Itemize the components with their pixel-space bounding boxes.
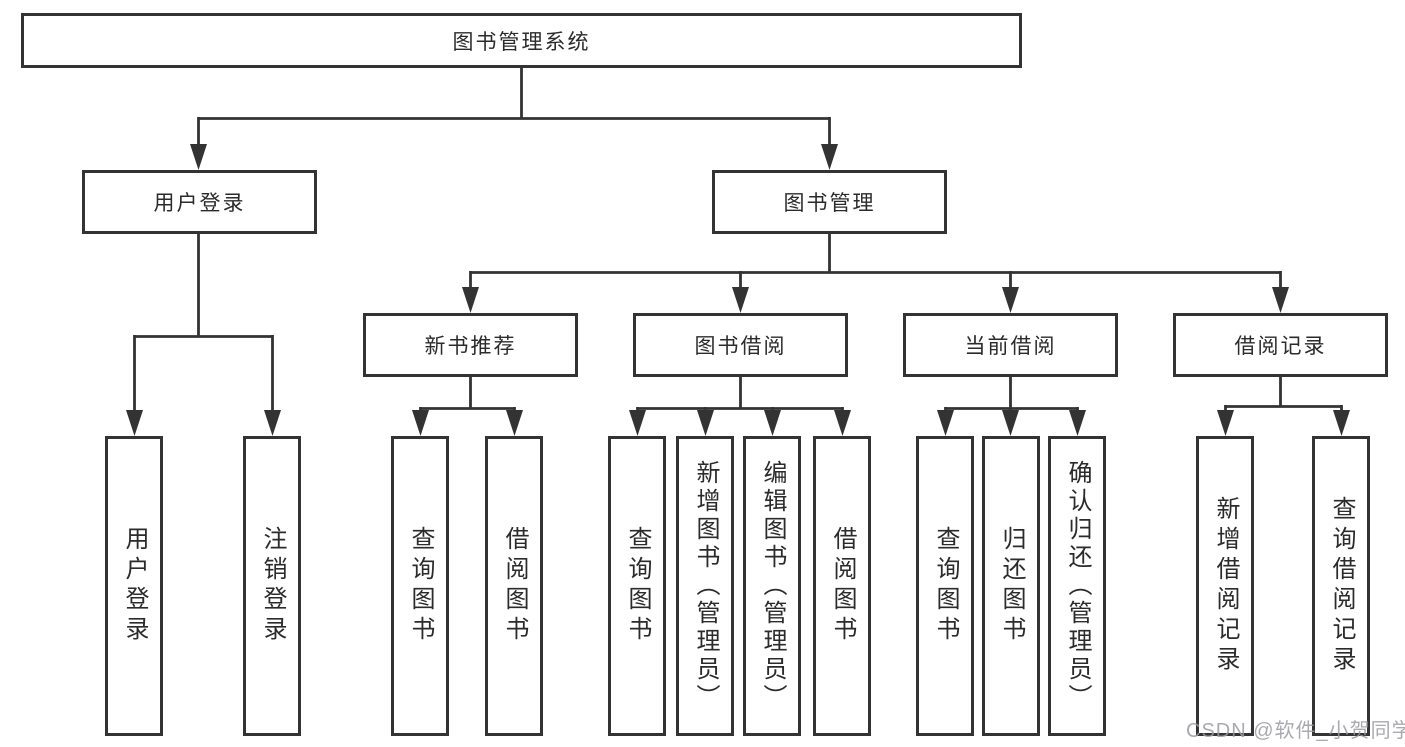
edge-userlogin-to-leaves	[133, 234, 274, 412]
node-book-borrowing: 图书借阅	[633, 313, 848, 377]
leaf-borrow-books: 借阅图书	[813, 436, 871, 736]
node-book-management-system: 图书管理系统	[21, 13, 1022, 68]
csdn-watermark: CSDN @软件_小贺同学	[1186, 720, 1405, 742]
leaf-query-borrow-record: 查询借阅记录	[1312, 436, 1370, 736]
leaf-label: 借阅图书	[829, 526, 856, 646]
leaf-label: 新增图书（管理员）	[692, 460, 719, 712]
leaf-label: 注销登录	[259, 526, 286, 646]
leaf-edit-books-admin: 编辑图书（管理员）	[743, 436, 801, 736]
node-label: 借阅记录	[1234, 335, 1327, 358]
node-new-book-recommend: 新书推荐	[363, 313, 578, 377]
leaf-label: 查询图书	[407, 526, 434, 646]
leaf-logout: 注销登录	[243, 436, 301, 736]
leaf-borrow-books-recommend: 借阅图书	[485, 436, 543, 736]
leaf-add-books-admin: 新增图书（管理员）	[676, 436, 734, 736]
node-label: 图书借阅	[694, 335, 787, 358]
leaf-label: 查询图书	[932, 526, 959, 646]
leaf-label: 查询图书	[624, 526, 651, 646]
leaf-label: 新增借阅记录	[1212, 496, 1239, 676]
leaf-label: 查询借阅记录	[1328, 496, 1355, 676]
leaf-query-books-recommend: 查询图书	[391, 436, 449, 736]
node-book-management: 图书管理	[712, 170, 947, 234]
leaf-label: 编辑图书（管理员）	[759, 460, 786, 712]
node-label: 用户登录	[153, 192, 246, 215]
node-user-login: 用户登录	[82, 170, 317, 234]
edge-current-to-leaves	[944, 377, 1079, 412]
leaf-query-books-borrow: 查询图书	[608, 436, 666, 736]
leaf-label: 借阅图书	[501, 526, 528, 646]
edge-root-to-level2	[197, 68, 831, 146]
node-label: 图书管理系统	[452, 30, 591, 54]
leaf-label: 用户登录	[121, 526, 148, 646]
edge-records-to-leaves	[1224, 377, 1343, 412]
leaf-user-login: 用户登录	[105, 436, 163, 736]
node-label: 图书管理	[783, 192, 876, 215]
leaf-confirm-return-admin: 确认归还（管理员）	[1048, 436, 1106, 736]
node-borrowing-records: 借阅记录	[1173, 313, 1388, 377]
edge-recommend-to-leaves	[419, 377, 516, 412]
edge-borrow-to-leaves	[636, 377, 844, 412]
edge-bookmgmt-to-level3	[469, 234, 1282, 289]
leaf-add-borrow-record: 新增借阅记录	[1196, 436, 1254, 736]
node-label: 当前借阅	[964, 335, 1057, 358]
node-label: 新书推荐	[424, 335, 517, 358]
leaf-label: 归还图书	[998, 526, 1025, 646]
node-current-borrowing: 当前借阅	[903, 313, 1118, 377]
leaf-label: 确认归还（管理员）	[1064, 460, 1091, 712]
leaf-query-books-current: 查询图书	[916, 436, 974, 736]
leaf-return-books: 归还图书	[982, 436, 1040, 736]
